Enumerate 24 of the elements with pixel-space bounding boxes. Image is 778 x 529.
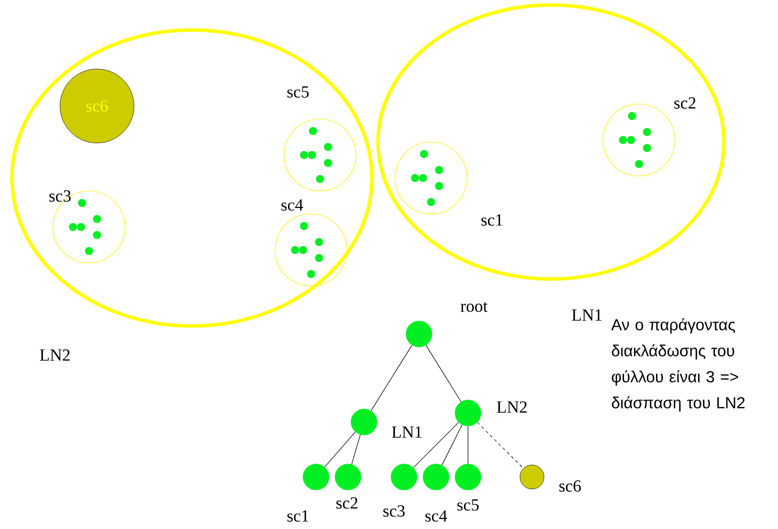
ellipse-label: LN1 bbox=[572, 309, 602, 321]
node-label: sc1 bbox=[287, 510, 308, 522]
tree-edge bbox=[426, 344, 462, 402]
node-label: sc4 bbox=[425, 510, 448, 522]
note-text: Αν ο παράγοντας διακλάδωσης του φύλλου είναι 3 => διάσπαση του LN2 bbox=[611, 318, 745, 412]
cluster-label: sc1 bbox=[481, 214, 502, 226]
node-label: sc3 bbox=[383, 505, 405, 517]
tree-edge bbox=[370, 344, 412, 412]
cluster-label: sc4 bbox=[281, 199, 304, 211]
node-label: root bbox=[460, 302, 488, 312]
tree-edge bbox=[351, 434, 361, 465]
node-label: sc5 bbox=[457, 499, 479, 511]
cluster-label: sc5 bbox=[287, 86, 309, 98]
cluster-label: sc2 bbox=[674, 97, 696, 109]
tree-edge bbox=[477, 422, 524, 469]
node-label: sc6 bbox=[559, 480, 581, 492]
ellipse-label: LN2 bbox=[40, 349, 70, 361]
tree-edge bbox=[413, 422, 459, 468]
node-label: LN1 bbox=[392, 426, 422, 438]
node-label: sc2 bbox=[336, 497, 358, 509]
node-label: LN2 bbox=[496, 401, 527, 413]
tree-edge bbox=[324, 432, 356, 468]
tree-edge bbox=[442, 424, 462, 466]
cluster-label: sc3 bbox=[49, 190, 71, 202]
